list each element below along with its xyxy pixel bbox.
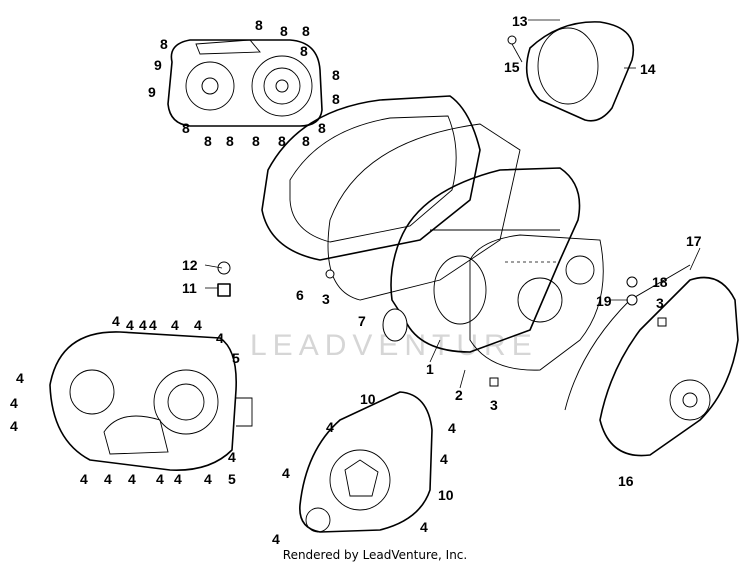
callout-labels: 8 8 8 8 8 9 9 8 8 8 8 8 8 8 8 8 13 15 14…	[10, 13, 702, 547]
callout: 4	[104, 471, 112, 487]
callout: 15	[504, 59, 520, 75]
callout: 6	[296, 287, 304, 303]
callout: 8	[255, 17, 263, 33]
callout: 4	[112, 313, 120, 329]
callout: 11	[182, 280, 197, 296]
callout: 4	[10, 395, 18, 411]
callout: 4	[420, 519, 428, 535]
callout: 10	[438, 487, 454, 503]
callout: 4	[282, 465, 290, 481]
callout: 4	[128, 471, 136, 487]
callout: 5	[228, 471, 236, 487]
callout: 8	[332, 91, 340, 107]
callout: 4	[440, 451, 448, 467]
callout: 4	[126, 317, 134, 333]
callout: 4	[149, 317, 157, 333]
small-parts	[217, 261, 667, 387]
stator-cover	[564, 264, 739, 457]
callout: 1	[426, 361, 434, 377]
leader-lines	[204, 19, 701, 389]
callout: 4	[80, 471, 88, 487]
water-pump-cover	[299, 391, 433, 533]
callout: 4	[272, 531, 280, 547]
callout: 18	[652, 274, 668, 290]
callout: 4	[326, 419, 334, 435]
clutch-cover-housing	[261, 95, 521, 301]
callout: 12	[182, 257, 198, 273]
callout: 17	[686, 233, 702, 249]
callout: 3	[490, 397, 498, 413]
callout: 8	[300, 43, 308, 59]
callout: 4	[194, 317, 202, 333]
callout: 8	[318, 120, 326, 136]
callout: 9	[148, 84, 156, 100]
callout: 2	[455, 387, 463, 403]
callout: 8	[182, 120, 190, 136]
footer-credit: Rendered by LeadVenture, Inc.	[282, 548, 468, 562]
callout: 8	[302, 133, 310, 149]
crankcase-half	[382, 167, 581, 353]
callout: 4	[448, 420, 456, 436]
callout: 8	[332, 67, 340, 83]
cvt-outer-cover	[167, 39, 323, 127]
callout: 8	[280, 23, 288, 39]
callout: 3	[656, 295, 664, 311]
callout: 4	[174, 471, 182, 487]
callout: 5	[232, 350, 240, 366]
callout: 8	[278, 133, 286, 149]
callout: 4	[10, 418, 18, 434]
callout: 4	[171, 317, 179, 333]
callout: 4	[204, 471, 212, 487]
callout: 14	[640, 61, 656, 77]
left-cover-gasket	[49, 331, 253, 471]
callout: 4	[16, 370, 24, 386]
callout: 19	[596, 293, 612, 309]
callout: 9	[154, 57, 162, 73]
callout: 4	[156, 471, 164, 487]
callout: 16	[618, 473, 634, 489]
callout: 7	[358, 313, 366, 329]
callout: 4	[216, 330, 224, 346]
crankcase-gasket	[469, 234, 604, 371]
callout: 10	[360, 391, 376, 407]
vent-duct-cover	[507, 21, 634, 122]
callout: 8	[204, 133, 212, 149]
callout: 13	[512, 13, 528, 29]
callout: 4	[139, 317, 147, 333]
callout: 4	[228, 449, 236, 465]
callout: 8	[252, 133, 260, 149]
callout: 8	[302, 23, 310, 39]
callout: 8	[226, 133, 234, 149]
callout: 3	[322, 291, 330, 307]
callout: 8	[160, 36, 168, 52]
